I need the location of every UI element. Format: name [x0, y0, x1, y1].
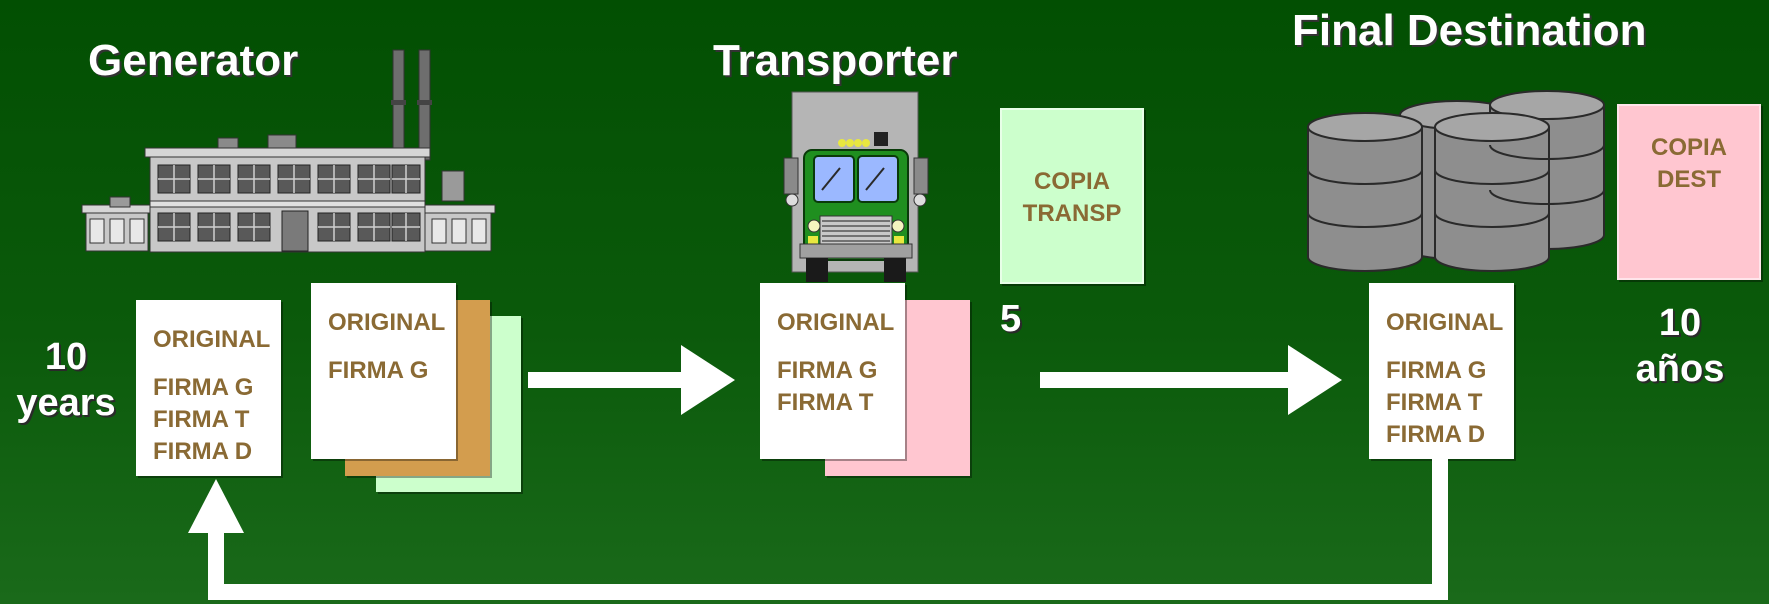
transporter-document: ORIGINAL FIRMA G FIRMA T [760, 283, 905, 459]
doc-line: FIRMA D [1386, 421, 1486, 448]
transporter-title: Transporter [713, 36, 958, 85]
doc-title: ORIGINAL [1386, 309, 1504, 336]
doc-line: FIRMA T [153, 406, 250, 433]
doc-line: FIRMA G [777, 357, 878, 384]
final-destination-title: Final Destination [1292, 6, 1647, 55]
copia-dest-line: COPIA [1650, 134, 1727, 161]
copia-transp-line: COPIA [1033, 168, 1110, 195]
doc-title: ORIGINAL [777, 309, 895, 336]
doc-line: FIRMA G [153, 374, 254, 401]
generator-retention-value: 10 [44, 336, 88, 378]
generator-outgoing-document: ORIGINAL FIRMA G [311, 283, 456, 459]
transporter-retention-value: 5 [1000, 298, 1022, 340]
doc-line: FIRMA T [1386, 389, 1483, 416]
copia-dest-line: DEST [1656, 166, 1721, 193]
barrels-icon [1307, 90, 1605, 272]
copia-dest-document: COPIA DEST [1617, 104, 1761, 280]
arrow-generator-to-transporter [528, 345, 735, 415]
copia-transp-document: COPIA TRANSP [1000, 108, 1144, 284]
generator-title: Generator [88, 36, 299, 85]
doc-line: FIRMA G [328, 357, 429, 384]
generator-retention-unit: years [16, 382, 116, 424]
truck-icon [783, 91, 929, 282]
factory-icon [81, 49, 496, 253]
destination-retention-value: 10 [1658, 302, 1702, 344]
generator-retention: 10 years [6, 334, 126, 426]
destination-retention-unit: años [1635, 348, 1725, 390]
doc-title: ORIGINAL [328, 309, 446, 336]
destination-document: ORIGINAL FIRMA G FIRMA T FIRMA D [1369, 283, 1514, 459]
generator-kept-document: ORIGINAL FIRMA G FIRMA T FIRMA D [136, 300, 281, 476]
doc-title: ORIGINAL [153, 326, 271, 353]
arrow-transporter-to-destination [1040, 345, 1342, 415]
doc-line: FIRMA T [777, 389, 874, 416]
doc-line: FIRMA G [1386, 357, 1487, 384]
copia-transp-line: TRANSP [1022, 200, 1122, 227]
destination-retention: 10 años [1620, 300, 1740, 392]
doc-line: FIRMA D [153, 438, 253, 465]
